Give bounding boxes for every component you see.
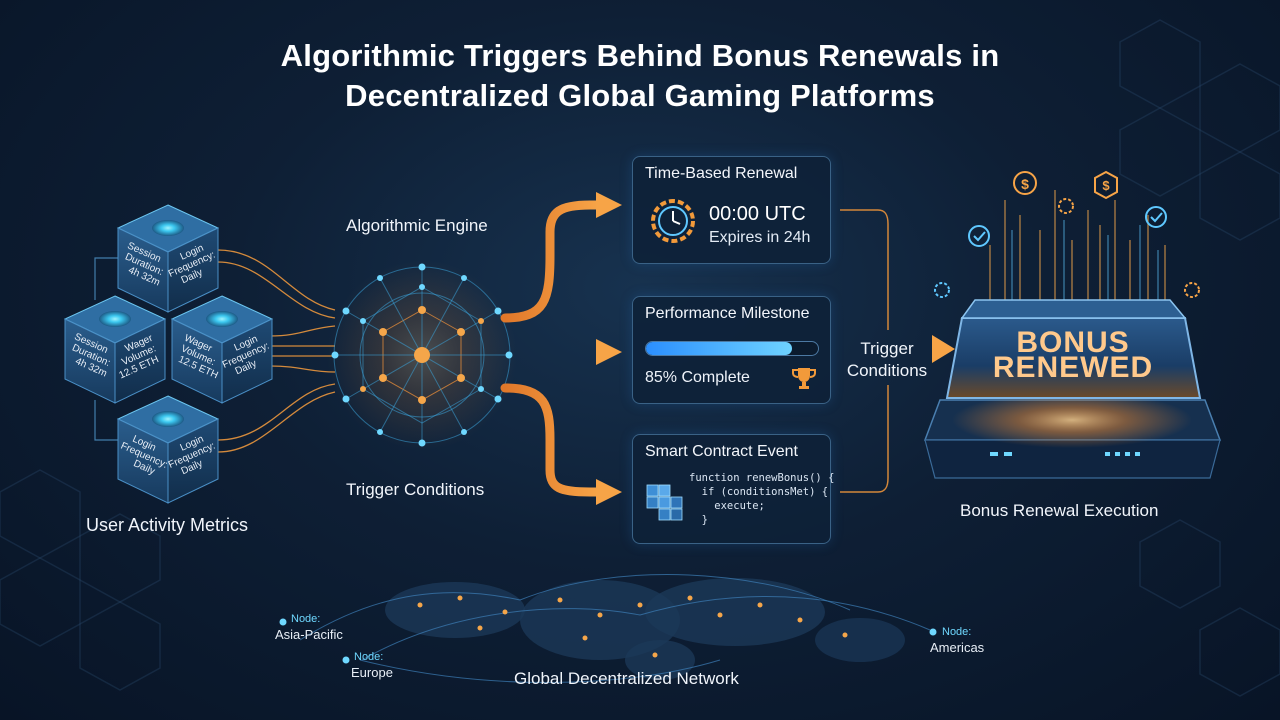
trophy-icon bbox=[792, 368, 816, 389]
metric-cubes bbox=[63, 204, 274, 504]
world-map bbox=[279, 574, 937, 683]
renewal-time: 00:00 UTC bbox=[709, 203, 806, 225]
trigger-conditions-engine-label: Trigger Conditions bbox=[346, 480, 485, 499]
trigger-arrows bbox=[495, 200, 603, 497]
trigger-label-line2: Conditions bbox=[846, 361, 928, 380]
node-europe-title: Node: bbox=[354, 651, 384, 663]
svg-text:$: $ bbox=[1102, 178, 1110, 193]
trigger-bracket-lines bbox=[840, 209, 889, 493]
page-title: Algorithmic Triggers Behind Bonus Renewa… bbox=[0, 36, 1280, 116]
bonus-word: BONUS bbox=[1016, 326, 1130, 359]
trigger-label-line1: Trigger bbox=[860, 339, 914, 358]
performance-progress-bar bbox=[645, 341, 819, 356]
metric-connector-lines bbox=[217, 249, 336, 453]
time-based-renewal-card: Time-Based Renewal 00:00 UTC Expires in … bbox=[632, 156, 831, 264]
user-activity-metrics-label: User Activity Metrics bbox=[86, 515, 249, 535]
cube-stack-icon bbox=[646, 484, 683, 521]
contract-card-title: Smart Contract Event bbox=[645, 443, 798, 460]
performance-card-title: Performance Milestone bbox=[645, 305, 810, 322]
bonus-icons: $ $ bbox=[934, 170, 1200, 298]
renewal-expiry: Expires in 24h bbox=[709, 229, 811, 246]
performance-progress-text: 85% Complete bbox=[645, 369, 750, 386]
performance-progress-fill bbox=[646, 342, 793, 355]
contract-code: function renewBonus() { if (conditionsMe… bbox=[689, 472, 835, 526]
node-americas-title: Node: bbox=[942, 626, 972, 638]
title-line-2: Decentralized Global Gaming Platforms bbox=[345, 78, 935, 113]
clock-icon bbox=[651, 199, 695, 243]
time-card-title: Time-Based Renewal bbox=[645, 165, 798, 182]
svg-text:$: $ bbox=[1021, 176, 1029, 192]
node-asia-pacific-title: Node: bbox=[291, 613, 321, 625]
node-asia-pacific: Asia-Pacific bbox=[275, 627, 343, 642]
node-americas: Americas bbox=[930, 640, 985, 655]
data-rain-lines bbox=[989, 190, 1166, 305]
performance-milestone-card: Performance Milestone 85% Complete bbox=[632, 296, 831, 404]
bonus-platform bbox=[923, 299, 1222, 479]
global-network-label: Global Decentralized Network bbox=[514, 669, 739, 688]
algorithmic-engine-network bbox=[327, 260, 517, 450]
algorithmic-engine-label: Algorithmic Engine bbox=[346, 216, 488, 235]
node-europe: Europe bbox=[351, 665, 393, 680]
renewed-word: RENEWED bbox=[992, 351, 1154, 384]
title-line-1: Algorithmic Triggers Behind Bonus Renewa… bbox=[280, 38, 1000, 73]
hex-pattern-decoration bbox=[0, 19, 1280, 697]
trigger-conditions-label: Trigger Conditions bbox=[842, 338, 932, 382]
smart-contract-event-card: Smart Contract Event function renewBonus… bbox=[632, 434, 835, 544]
bonus-renewal-execution-label: Bonus Renewal Execution bbox=[960, 501, 1159, 520]
